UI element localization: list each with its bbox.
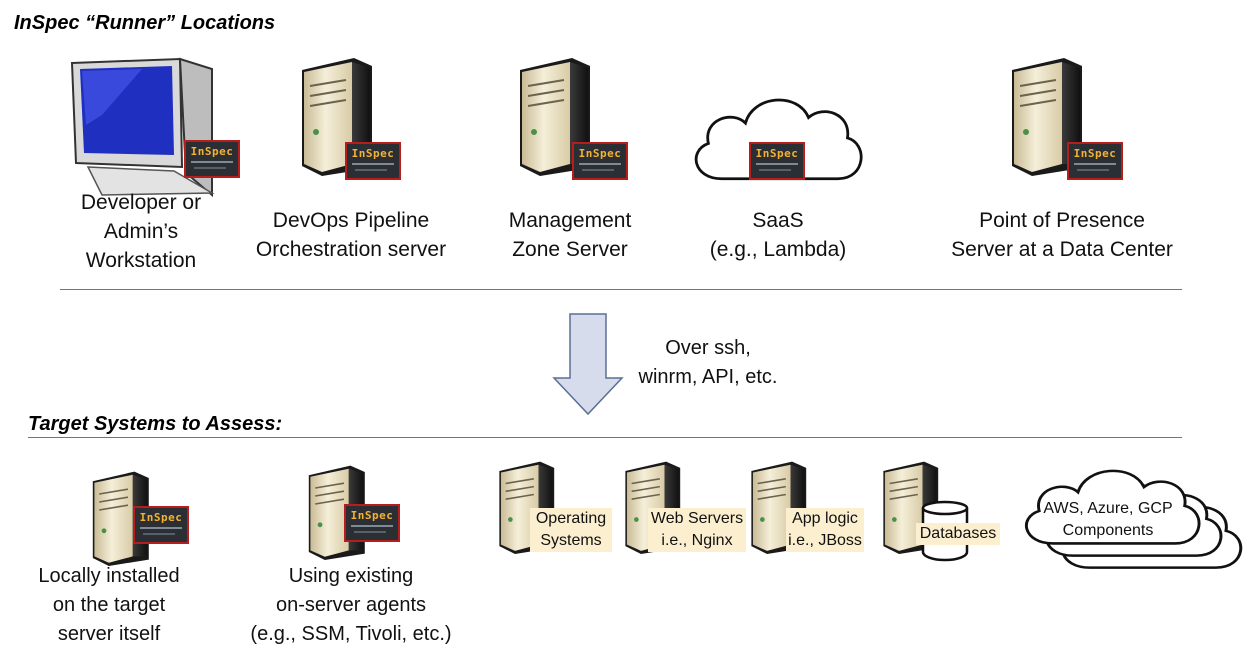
- inspec-badge: InSpec: [345, 142, 401, 180]
- cloud-label-line: AWS, Azure, GCP: [1043, 500, 1173, 517]
- component-label-line: Operating: [535, 510, 607, 527]
- inspec-badge: InSpec: [572, 142, 628, 180]
- component-label-line: Web Servers: [650, 510, 744, 527]
- inspec-badge-text: InSpec: [351, 147, 395, 160]
- inspec-badge-text: InSpec: [190, 145, 234, 158]
- inspec-badge: InSpec: [1067, 142, 1123, 180]
- divider: [28, 437, 1182, 438]
- runner-label-line: Workstation: [85, 249, 197, 272]
- divider: [60, 289, 1182, 290]
- runner-label-line: Management: [508, 209, 632, 232]
- runner-label-line: DevOps Pipeline: [272, 209, 430, 232]
- targets-heading: Target Systems to Assess:: [28, 413, 283, 435]
- target-label-line: on-server agents: [275, 594, 427, 616]
- runner-label-line: Point of Presence: [979, 209, 1145, 232]
- inspec-badge-text: InSpec: [139, 511, 183, 524]
- component-label-line: Databases: [919, 525, 997, 542]
- down-arrow-icon: [552, 313, 624, 416]
- target-label-line: server itself: [57, 623, 161, 645]
- arrow-label-line: Over ssh,: [665, 337, 751, 359]
- arrow-label-line: winrm, API, etc.: [638, 366, 778, 388]
- runner-label-line: Server at a Data Center: [951, 238, 1173, 261]
- runner-locations-heading: InSpec “Runner” Locations: [14, 12, 276, 34]
- component-label-line: App logic: [792, 510, 858, 527]
- runner-label-line: (e.g., Lambda): [709, 238, 847, 261]
- runner-label-line: SaaS: [752, 209, 804, 232]
- inspec-badge: InSpec: [133, 506, 189, 544]
- inspec-badge: InSpec: [344, 504, 400, 542]
- inspec-badge: InSpec: [184, 140, 240, 178]
- component-label-line: i.e., Nginx: [661, 532, 733, 549]
- cloud-label-line: Components: [1062, 522, 1154, 539]
- runner-label-line: Developer or: [80, 191, 202, 214]
- component-label-line: i.e., JBoss: [788, 532, 862, 549]
- target-label-line: Locally installed: [38, 565, 180, 587]
- inspec-badge: InSpec: [749, 142, 805, 180]
- target-label-line: Using existing: [288, 565, 414, 587]
- inspec-badge-text: InSpec: [1073, 147, 1117, 160]
- inspec-badge-text: InSpec: [350, 509, 394, 522]
- inspec-badge-text: InSpec: [755, 147, 799, 160]
- runner-label-line: Admin’s: [103, 220, 179, 243]
- workstation-icon: [70, 57, 215, 198]
- runner-label-line: Zone Server: [512, 238, 628, 261]
- component-label-line: Systems: [540, 532, 602, 549]
- target-label-line: on the target: [52, 594, 166, 616]
- target-label-line: (e.g., SSM, Tivoli, etc.): [250, 623, 452, 645]
- inspec-badge-text: InSpec: [578, 147, 622, 160]
- runner-label-line: Orchestration server: [255, 238, 447, 261]
